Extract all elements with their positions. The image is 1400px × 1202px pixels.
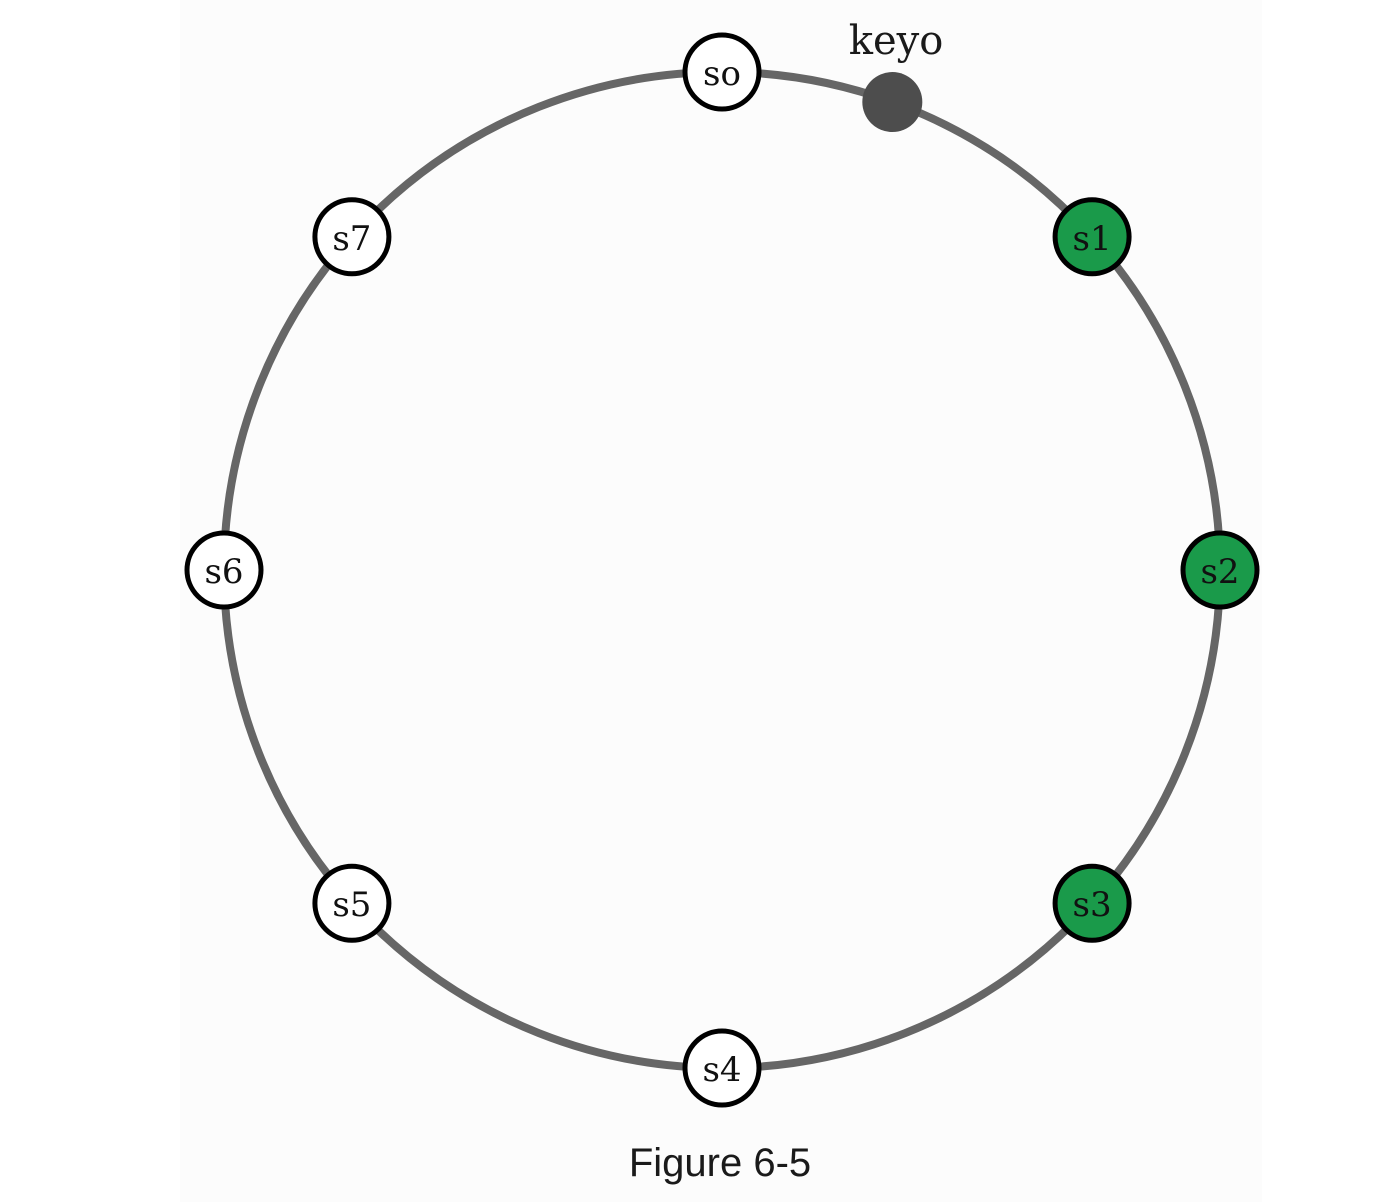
server-label: s4 [702,1050,741,1090]
server-circle [184,530,264,610]
server-circle [312,197,392,277]
server-circle [682,32,762,112]
server-label: s3 [1073,885,1112,925]
server-circle [1052,197,1132,277]
server-label: s7 [332,219,371,259]
server-node-s4: s4 [682,1028,762,1108]
server-circle [682,1028,762,1108]
server-circle [1180,530,1260,610]
server-node-s5: s5 [312,863,392,943]
server-node-s7: s7 [312,197,392,277]
server-circle [1052,863,1132,943]
server-label: s1 [1073,219,1112,259]
server-label: s2 [1200,552,1239,592]
server-node-s1: s1 [1052,197,1132,277]
key-dot [862,72,923,133]
figure-caption: Figure 6-5 [629,1141,811,1185]
server-node-s3: s3 [1052,863,1132,943]
server-label: s5 [332,885,371,925]
server-label: s6 [204,552,243,592]
server-label: so [703,54,741,94]
server-node-s2: s2 [1180,530,1260,610]
server-circle [312,863,392,943]
server-node-s6: s6 [184,530,264,610]
key-label: keyo [849,18,944,64]
server-node-so: so [682,32,762,112]
